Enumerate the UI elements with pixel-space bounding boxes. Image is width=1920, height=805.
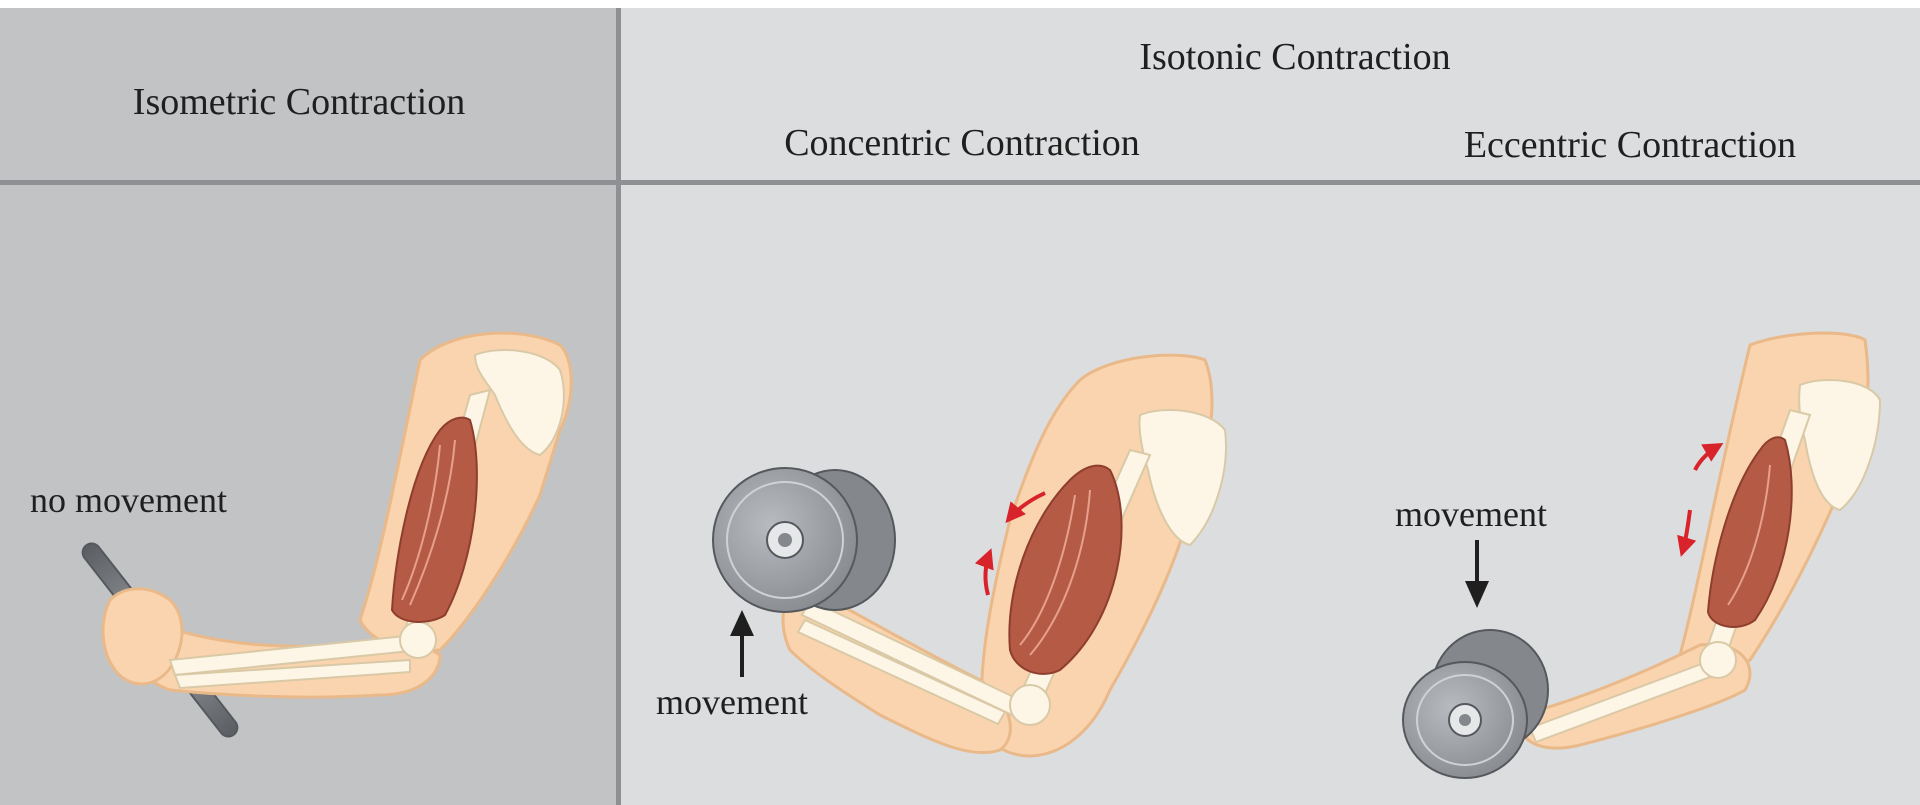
vertical-divider	[616, 8, 621, 805]
eccentric-header: Eccentric Contraction	[1464, 126, 1796, 164]
isotonic-header: Isotonic Contraction	[1139, 38, 1450, 76]
concentric-header: Concentric Contraction	[784, 124, 1140, 162]
concentric-dumbbell	[713, 468, 895, 612]
no-movement-label: no movement	[30, 482, 227, 518]
eccentric-movement-label: movement	[1395, 496, 1547, 532]
isometric-header: Isometric Contraction	[133, 83, 465, 121]
concentric-movement-label: movement	[656, 684, 808, 720]
header-divider	[0, 180, 1920, 185]
